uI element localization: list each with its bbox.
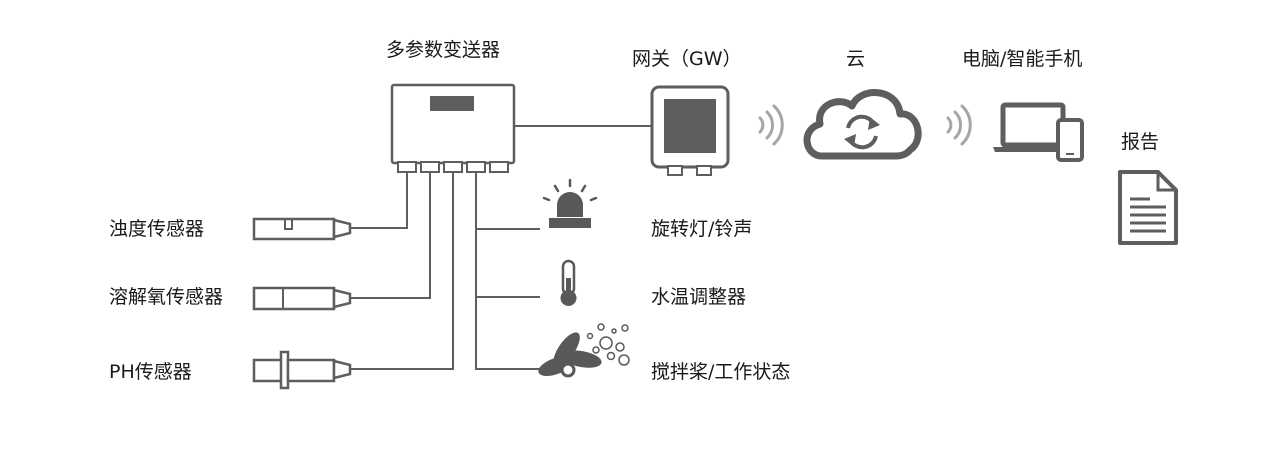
dissolved-oxygen-sensor-label: 溶解氧传感器	[109, 286, 224, 308]
cloud-label: 云	[846, 48, 866, 70]
dissolved-oxygen-sensor-icon	[252, 286, 352, 311]
gateway-icon	[650, 85, 730, 176]
ph-sensor-label: PH传感器	[109, 361, 192, 383]
devices-label: 电脑/智能手机	[962, 48, 1083, 70]
beacon-label: 旋转灯/铃声	[651, 218, 753, 240]
gateway-label: 网关（GW）	[632, 48, 742, 70]
ph-sensor-icon	[252, 350, 352, 390]
stirrer-label: 搅拌桨/工作状态	[651, 361, 791, 383]
outputs-trunk-line	[475, 172, 540, 370]
report-document-icon	[1118, 170, 1178, 245]
report-label: 报告	[1121, 131, 1160, 153]
turbidity-sensor-label: 浊度传感器	[109, 218, 205, 240]
laptop-phone-icon	[993, 102, 1084, 162]
stirrer-propeller-icon	[538, 332, 602, 378]
wireless-signal-icon	[758, 104, 784, 146]
beacon-light-icon	[542, 178, 598, 228]
ph-line	[350, 172, 454, 370]
bubbles-icon	[586, 323, 630, 367]
transmitter-icon	[390, 83, 516, 173]
heater-label: 水温调整器	[651, 286, 747, 308]
dissolved-oxygen-line	[350, 172, 431, 299]
transmitter-label: 多参数变送器	[386, 39, 501, 61]
wireless-signal-icon	[946, 104, 972, 146]
turbidity-sensor-icon	[252, 217, 352, 241]
cloud-icon	[803, 89, 922, 160]
thermometer-icon	[560, 259, 577, 306]
connection-lines	[350, 125, 652, 370]
turbidity-line	[350, 172, 408, 229]
